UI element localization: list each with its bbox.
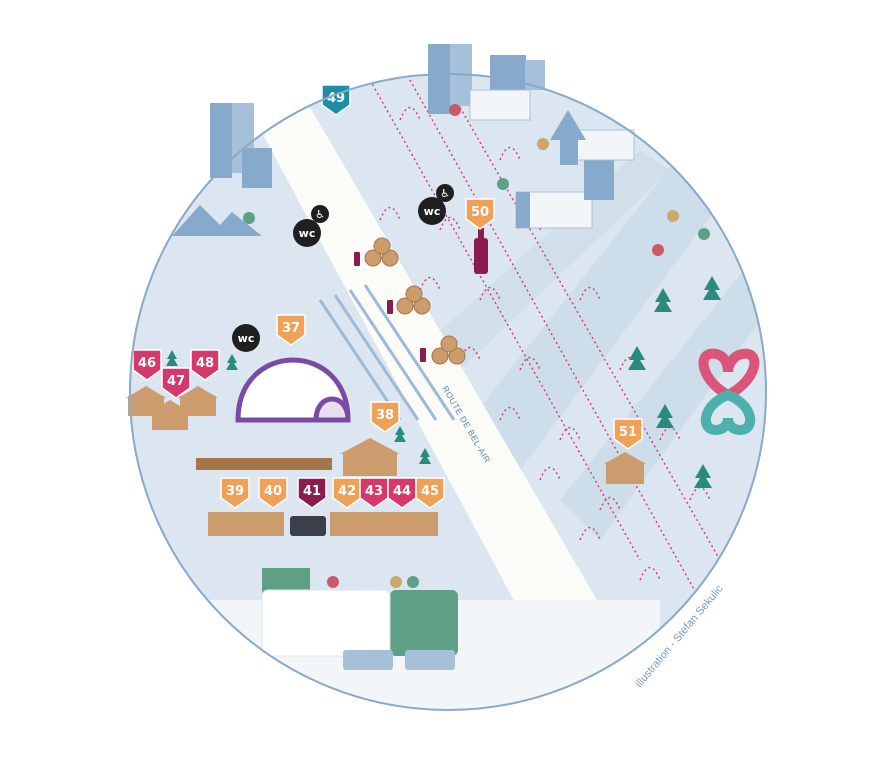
- map-marker-45[interactable]: 45: [415, 477, 445, 509]
- marker-shape: [359, 477, 389, 509]
- marker-number: 43: [365, 484, 383, 499]
- svg-text:wc: wc: [424, 205, 441, 218]
- bus-icon: [290, 516, 455, 670]
- marker-shape: [161, 367, 191, 399]
- mountain-icon: [172, 205, 262, 236]
- marker-number: 41: [303, 484, 321, 499]
- marker-shape: [132, 349, 162, 381]
- map-marker-38[interactable]: 38: [370, 401, 400, 433]
- marker-number: 40: [264, 484, 282, 499]
- marker-shape: [276, 314, 306, 346]
- map-marker-42[interactable]: 42: [332, 477, 362, 509]
- marker-number: 46: [138, 356, 156, 371]
- marker-number: 48: [196, 356, 214, 371]
- svg-text:wc: wc: [299, 227, 316, 240]
- marker-shape: [370, 401, 400, 433]
- svg-text:♿: ♿: [440, 187, 450, 200]
- map-marker-41[interactable]: 41: [297, 477, 327, 509]
- marker-number: 49: [327, 91, 345, 106]
- marker-shape: [415, 477, 445, 509]
- marker-number: 47: [167, 374, 185, 389]
- marker-shape: [613, 418, 643, 450]
- markers-layer: 37 38 39 40 41 42 43 44 45 46 47 48 49 50 51: [132, 84, 643, 509]
- slope-band: [470, 130, 760, 470]
- marker-shape: [190, 349, 220, 381]
- map-marker-44[interactable]: 44: [387, 477, 417, 509]
- map-marker-50[interactable]: 50: [465, 198, 495, 230]
- parking-building: [261, 589, 391, 657]
- svg-text:♿: ♿: [315, 208, 325, 221]
- map-marker-43[interactable]: 43: [359, 477, 389, 509]
- round-tree-icon: [243, 104, 710, 588]
- svg-text:wc: wc: [238, 332, 255, 345]
- map-marker-39[interactable]: 39: [220, 477, 250, 509]
- marker-shape: [465, 198, 495, 230]
- rail-lines: [318, 284, 456, 421]
- marker-number: 38: [376, 408, 394, 423]
- wine-bottle-icon: [354, 228, 488, 362]
- slope-band: [430, 150, 670, 370]
- wheelchair-icon: ♿: [311, 205, 329, 223]
- marker-shape: [387, 477, 417, 509]
- wc-icon[interactable]: wc: [232, 324, 260, 352]
- route-de-bel-air: [255, 90, 690, 710]
- marker-number: 51: [619, 425, 637, 440]
- wheelchair-icon: ♿: [436, 184, 454, 202]
- marker-shape: [297, 477, 327, 509]
- map-marker-51[interactable]: 51: [613, 418, 643, 450]
- map-marker-37[interactable]: 37: [276, 314, 306, 346]
- marker-number: 42: [338, 484, 356, 499]
- park: [390, 590, 458, 656]
- barrel-icon: [364, 237, 466, 365]
- marker-shape: [220, 477, 250, 509]
- marker-number: 39: [226, 484, 244, 499]
- marker-number: 44: [393, 484, 411, 499]
- fir-tree-icon: [166, 276, 721, 488]
- map-marker-47[interactable]: 47: [161, 367, 191, 399]
- marker-shape: [332, 477, 362, 509]
- heart-logo-icon: [698, 348, 760, 436]
- map-marker-46[interactable]: 46: [132, 349, 162, 381]
- wc-icon[interactable]: wc: [293, 219, 321, 247]
- ski-tracks: [369, 79, 721, 601]
- map-marker-48[interactable]: 48: [190, 349, 220, 381]
- chalet-icon: [126, 386, 646, 536]
- marker-shape: [258, 477, 288, 509]
- marker-number: 45: [421, 484, 439, 499]
- map-border: [129, 73, 767, 711]
- map-marker-40[interactable]: 40: [258, 477, 288, 509]
- marker-number: 50: [471, 205, 489, 220]
- city-buildings: [210, 44, 635, 229]
- igloo-icon: [235, 357, 351, 423]
- wc-icon[interactable]: wc: [418, 197, 446, 225]
- marker-number: 37: [282, 321, 300, 336]
